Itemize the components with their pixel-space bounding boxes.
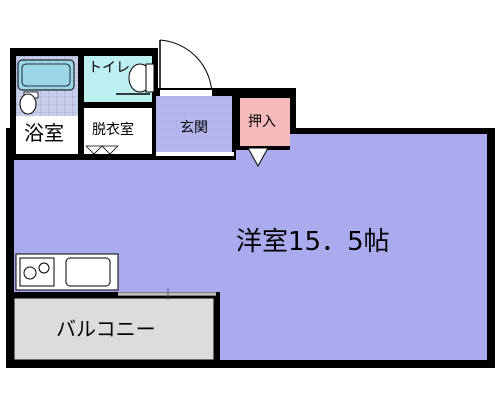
toilet-tank	[145, 63, 155, 93]
stove	[19, 257, 55, 287]
toilet-label: トイレ	[88, 60, 130, 76]
burner-icon	[23, 266, 37, 280]
bathtub-inner	[21, 63, 71, 87]
dressing-room-label: 脱衣室	[92, 121, 134, 138]
western-room	[14, 134, 487, 360]
burner-icon	[38, 262, 50, 274]
entrance-tiles	[156, 96, 232, 154]
front-door-swing-icon	[159, 39, 213, 97]
kitchen-sink	[65, 257, 111, 287]
front-door-threshold	[160, 90, 212, 96]
washbasin	[19, 93, 37, 115]
partition-toilet	[84, 102, 152, 108]
closet-door-arrow-icon	[247, 147, 269, 168]
balcony-label: バルコニー	[56, 317, 156, 341]
partition-bath	[78, 56, 84, 154]
entrance-label: 玄関	[180, 119, 208, 136]
closet	[240, 98, 290, 146]
bathroom-label: 浴室	[24, 121, 64, 145]
balcony	[13, 297, 215, 361]
bathroom-label-area	[16, 116, 78, 154]
western-room-label: 洋室15．5帖	[236, 227, 390, 257]
closet-label: 押入	[248, 114, 276, 130]
